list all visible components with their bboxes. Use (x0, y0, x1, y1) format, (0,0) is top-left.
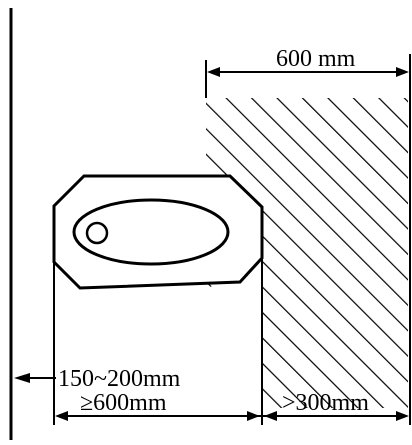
arrow-top-left (207, 67, 220, 77)
arrow-bottom-right (396, 411, 409, 421)
clearance-zone-hatch (206, 98, 408, 408)
arrow-top-right (396, 67, 409, 77)
label-basin-width: ≥600mm (80, 390, 167, 416)
label-600-top: 600 mm (276, 46, 356, 72)
arrow-bottom-mid-right (264, 411, 277, 421)
arrow-bottom-left (55, 411, 68, 421)
arrow-wall-gap (14, 373, 30, 383)
basin-bowl (72, 198, 230, 266)
label-side-space: >300mm (282, 390, 369, 416)
arrow-bottom-mid-left (247, 411, 260, 421)
label-wall-gap: 150~200mm (58, 366, 181, 392)
drain-circle (85, 221, 109, 245)
